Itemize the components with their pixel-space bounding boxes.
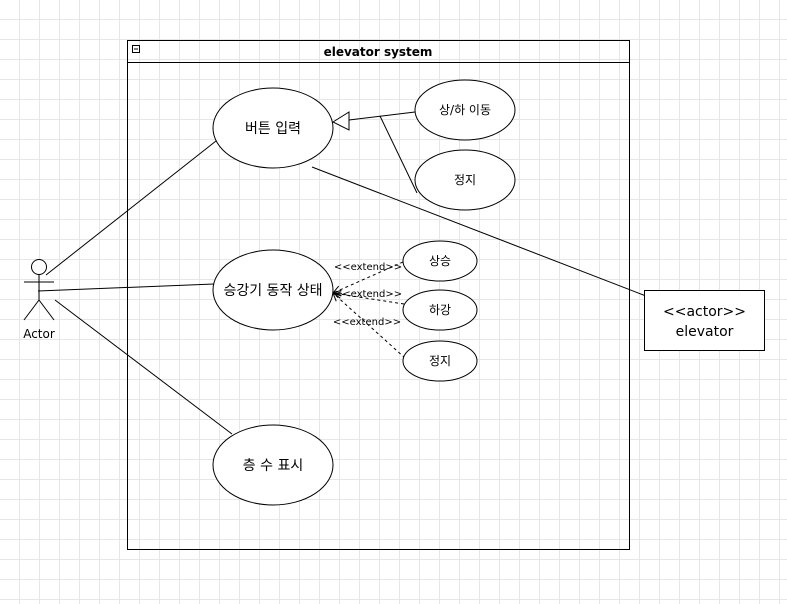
extend-label-2: <<extend>> bbox=[334, 289, 402, 300]
actor-stick-figure[interactable] bbox=[23, 259, 55, 321]
actor-elevator-name: elevator bbox=[676, 324, 734, 340]
usecase-ascend[interactable]: 상승 bbox=[402, 240, 478, 282]
usecase-elevator-state-label: 승강기 동작 상태 bbox=[223, 283, 322, 299]
actor-elevator-stereotype: <<actor>> bbox=[663, 304, 746, 320]
usecase-descend-label: 하강 bbox=[429, 303, 451, 317]
system-boundary: elevator system bbox=[127, 40, 630, 550]
system-title: elevator system bbox=[324, 45, 433, 59]
extend-ascend-line bbox=[333, 261, 404, 293]
usecase-button-input[interactable]: 버튼 입력 bbox=[212, 87, 334, 169]
extend-label-1: <<extend>> bbox=[334, 262, 402, 273]
usecase-floor-display-label: 층 수 표시 bbox=[243, 458, 303, 474]
collapse-icon[interactable] bbox=[132, 45, 140, 53]
extend-stop-line bbox=[333, 293, 406, 359]
usecase-ascend-label: 상승 bbox=[429, 254, 451, 268]
usecase-descend[interactable]: 하강 bbox=[402, 289, 478, 331]
assoc-actor-button-input bbox=[45, 140, 217, 276]
assoc-actor-floor-display bbox=[54, 299, 233, 435]
assoc-actor-elevator-state bbox=[37, 283, 215, 292]
extend-label-3: <<extend>> bbox=[333, 317, 401, 328]
generalization-to-button-input bbox=[331, 111, 418, 194]
actor-elevator-box[interactable]: <<actor>> elevator bbox=[644, 290, 765, 351]
usecase-floor-display[interactable]: 층 수 표시 bbox=[212, 424, 334, 506]
usecase-up-down-move[interactable]: 상/하 이동 bbox=[414, 79, 516, 141]
usecase-stop-1[interactable]: 정지 bbox=[414, 149, 516, 211]
usecase-stop-2-label: 정지 bbox=[429, 354, 451, 368]
usecase-up-down-move-label: 상/하 이동 bbox=[439, 103, 491, 117]
usecase-button-input-label: 버튼 입력 bbox=[245, 121, 301, 137]
usecase-elevator-state[interactable]: 승강기 동작 상태 bbox=[212, 249, 334, 331]
actor-label: Actor bbox=[23, 327, 55, 341]
usecase-stop-1-label: 정지 bbox=[454, 173, 476, 187]
usecase-stop-2[interactable]: 정지 bbox=[402, 340, 478, 382]
assoc-button-input-elevator-actor bbox=[311, 166, 647, 297]
